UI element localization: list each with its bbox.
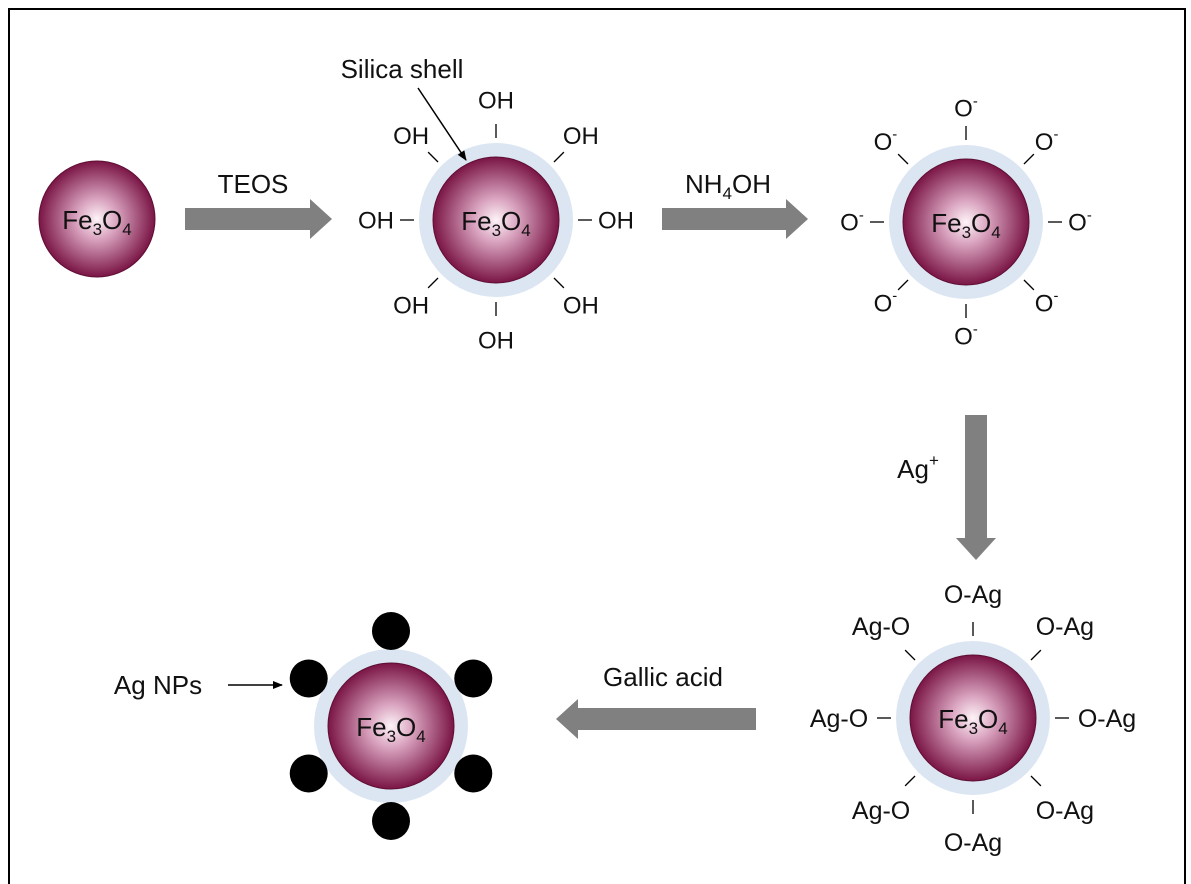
oxide-group-set: O- O- O- O- O- O- O- O-	[840, 94, 1092, 351]
particle-ag-nanoparticles: Fe3O4 Ag NPs	[114, 612, 493, 840]
core-label: Fe3O4	[356, 712, 426, 746]
bond-line	[553, 151, 565, 163]
bond-line	[427, 277, 439, 289]
reagent-label: TEOS	[218, 169, 289, 199]
functional-group-label: OH	[563, 292, 599, 319]
ag-nanoparticle	[372, 802, 410, 840]
functional-group-label: O-	[954, 322, 978, 351]
reaction-arrow	[556, 699, 756, 739]
functional-group-label: O-	[840, 208, 864, 237]
functional-group-label: O-	[1035, 288, 1059, 317]
functional-group-label: Ag-O	[852, 797, 910, 825]
reagent-label: Ag+	[897, 451, 939, 484]
step-ag-ion: Ag+	[897, 415, 996, 560]
fe3o4-core	[38, 160, 156, 278]
functional-group-label: O-Ag	[1036, 797, 1094, 825]
ag-nanoparticle	[454, 659, 493, 698]
callout-arrow	[417, 87, 467, 161]
bond-line	[427, 151, 439, 163]
functional-group-label: O-	[954, 94, 978, 123]
functional-group-label: O-	[874, 127, 898, 156]
functional-group-label: O-Ag	[1078, 705, 1136, 733]
step-teos: TEOS	[185, 169, 332, 239]
functional-group-label: OH	[598, 208, 634, 235]
functional-group-label: O-Ag	[944, 581, 1002, 609]
ag-nanoparticle	[289, 754, 328, 793]
reaction-arrow	[185, 199, 332, 239]
particle-silica-oxide: Fe3O4 O- O- O- O- O- O- O- O-	[840, 94, 1092, 351]
reaction-arrow	[662, 199, 808, 239]
fe3o4-core	[327, 662, 455, 790]
particle-silica-oh: Fe3O4 OH OH OH OH OH OH OH OH Silica shell	[341, 54, 634, 355]
ag-nps-callout: Ag NPs	[114, 670, 202, 700]
functional-group-label: OH	[358, 208, 394, 235]
step-gallic-acid: Gallic acid	[556, 662, 756, 739]
core-label: Fe3O4	[461, 206, 531, 240]
fe3o4-core	[902, 158, 1030, 286]
bond-line	[897, 279, 909, 291]
step-nh4oh: NH4OH	[662, 169, 808, 239]
functional-group-label: OH	[393, 123, 429, 150]
nanoparticle-set	[289, 612, 493, 840]
functional-group-label: OH	[563, 123, 599, 150]
fe3o4-core	[432, 156, 560, 284]
functional-group-label: OH	[393, 292, 429, 319]
bond-line	[1030, 649, 1042, 661]
silica-shell-callout: Silica shell	[341, 54, 464, 84]
ag-nanoparticle	[454, 754, 493, 793]
reaction-arrow	[956, 415, 996, 560]
bond-line	[553, 277, 565, 289]
functional-group-label: O-Ag	[1036, 613, 1094, 641]
core-label: Fe3O4	[931, 208, 1001, 242]
core-label: Fe3O4	[62, 205, 132, 239]
bond-line	[904, 649, 916, 661]
bond-line	[1030, 775, 1042, 787]
bond-line	[897, 153, 909, 165]
functional-group-label: O-	[874, 288, 898, 317]
bond-line	[1023, 279, 1035, 291]
bond-line	[904, 775, 916, 787]
functional-group-label: O-	[1035, 127, 1059, 156]
functional-group-label: OH	[478, 328, 514, 355]
bond-line	[1023, 153, 1035, 165]
ag-nanoparticle	[372, 612, 410, 650]
ag-nanoparticle	[289, 659, 328, 698]
reagent-label: Gallic acid	[603, 662, 723, 692]
functional-group-label: O-Ag	[944, 829, 1002, 857]
reagent-label: NH4OH	[685, 169, 771, 203]
functional-group-label: OH	[478, 88, 514, 115]
fe3o4-core	[909, 654, 1037, 782]
oh-group-set: OH OH OH OH OH OH OH OH	[358, 88, 634, 355]
functional-group-label: Ag-O	[810, 705, 868, 733]
core-label: Fe3O4	[938, 704, 1008, 738]
functional-group-label: Ag-O	[852, 613, 910, 641]
particle-bare-fe3o4: Fe3O4	[38, 160, 156, 278]
functional-group-label: O-	[1068, 208, 1092, 237]
